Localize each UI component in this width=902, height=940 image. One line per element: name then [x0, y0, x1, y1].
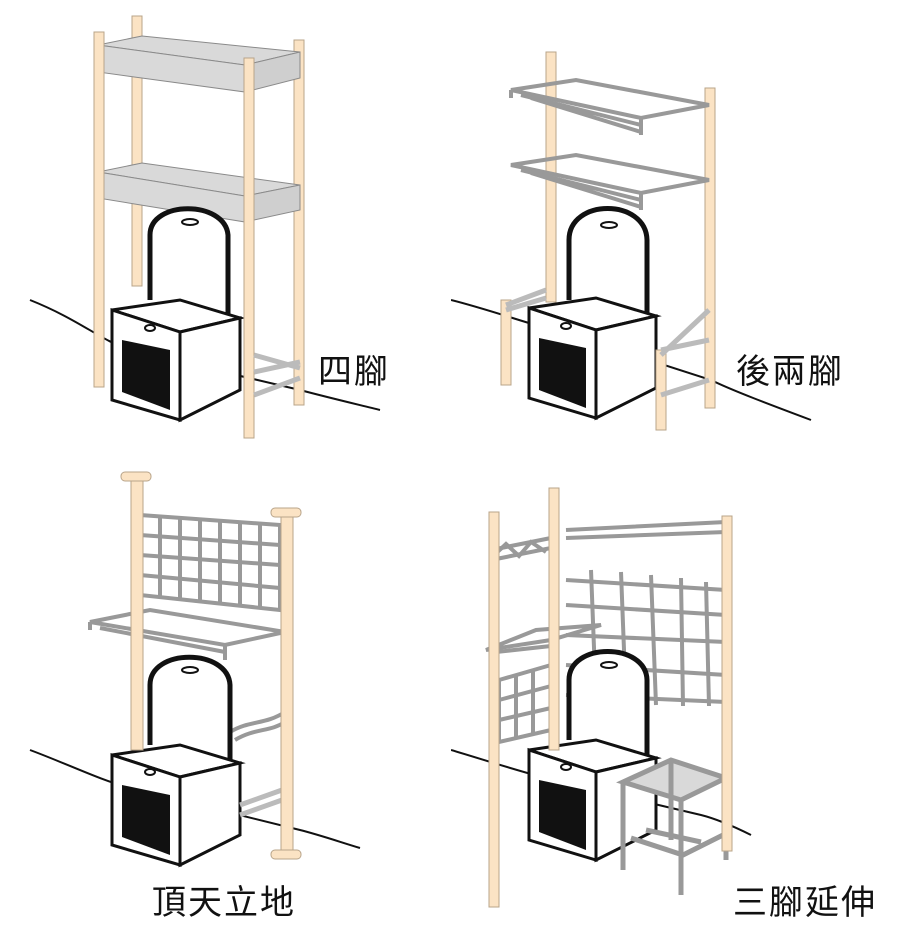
panel-four-legs: 四腳	[0, 0, 451, 470]
panel-three-leg-extension: 三腳延伸	[451, 470, 902, 940]
caption-three-leg-extension: 三腳延伸	[733, 883, 877, 923]
two-back-legs-shelf-illustration	[451, 51, 812, 431]
four-legs-shelf-illustration	[29, 15, 381, 439]
panel-two-back-legs: 後兩腳	[451, 0, 902, 470]
panel-floor-to-ceiling: 頂天立地	[0, 470, 451, 940]
three-leg-extension-shelf-illustration	[451, 487, 752, 908]
caption-two-back-legs: 後兩腳	[736, 352, 844, 392]
caption-floor-to-ceiling: 頂天立地	[152, 883, 296, 923]
caption-four-legs: 四腳	[318, 352, 390, 392]
floor-to-ceiling-shelf-illustration	[29, 471, 361, 868]
